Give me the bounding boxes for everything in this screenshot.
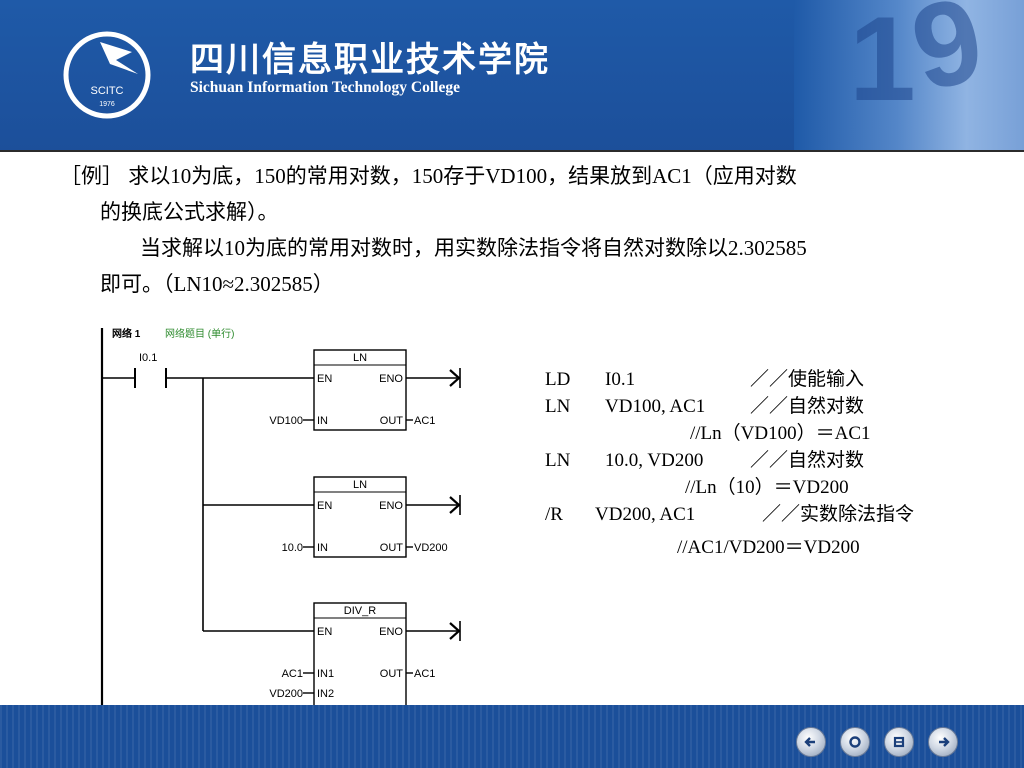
code-comment: //Ln（10）＝VD200 [685,477,849,498]
code-comment: ／／实数除法指令 [762,504,915,525]
block-name: LN [353,479,367,491]
code-comment: ／／使能输入 [750,369,865,390]
contact-label: I0.1 [139,352,157,364]
code-op: LD [545,369,571,390]
code-line: //AC1/VD200＝VD200 [545,534,914,561]
home-icon [849,736,861,748]
code-comment: ／／自然对数 [750,396,865,417]
network-label: 网络 1 [112,327,141,340]
home-button[interactable] [840,727,870,757]
out-operand: AC1 [414,415,435,427]
logo-year: 1976 [99,101,115,108]
code-line: //Ln（10）＝VD200 [545,474,914,501]
eno-pin: ENO [379,626,403,638]
block-name: DIV_R [344,605,376,617]
code-comment: //Ln（VD100）＝AC1 [690,423,871,444]
text-line-2: 的换底公式求解）。 [100,200,279,224]
contact-symbol [134,368,167,388]
in1-pin: IN1 [317,668,334,680]
code-comment: ／／自然对数 [750,450,865,471]
forward-button[interactable] [928,727,958,757]
code-line: //Ln（VD100）＝AC1 [545,420,914,447]
function-block-ln-2: LN EN ENO IN OUT 10.0 VD200 [282,476,461,558]
footer-bar [0,705,1024,768]
text-line-3: 当求解以10为底的常用对数时，用实数除法指令将自然对数除以2.302585 [140,236,807,260]
code-op: LN [545,396,571,417]
out-operand: VD200 [414,542,448,554]
back-arrow-icon [804,737,815,747]
in-pin: IN [317,415,328,427]
in-operand: VD100 [269,415,303,427]
logo-abbr: SCITC [91,85,124,97]
network-title: 网络题目 (单行) [165,327,234,340]
slide-nav [796,727,958,757]
code-op: /R [545,504,563,525]
text-line-1: ［例］ 求以10为底，150的常用对数，150存于VD100，结果放到AC1（应… [60,164,797,188]
code-line: LN 10.0, VD200 ／／自然对数 [545,447,914,474]
code-comment: //AC1/VD200＝VD200 [677,537,860,558]
code-line: LN VD100, AC1 ／／自然对数 [545,393,914,420]
code-arg: VD200, AC1 [595,504,696,525]
decoration-digits: 1 [849,0,916,126]
ladder-diagram: 网络 1 网络题目 (单行) I0.1 LN EN ENO IN OUT VD1… [95,322,470,707]
code-line: /R VD200, AC1 ／／实数除法指令 [545,501,914,528]
example-text: ［例］ 求以10为底，150的常用对数，150存于VD100，结果放到AC1（应… [60,158,980,302]
header-banner: 1 9 SCITC 1976 四川信息职业技术学院 Sichuan Inform… [0,0,1024,152]
block-name: LN [353,352,367,364]
in2-pin: IN2 [317,688,334,700]
school-name-en: Sichuan Information Technology College [190,79,460,96]
text-line-4: 即可。（LN10≈2.302585） [100,272,334,296]
code-op: LN [545,450,571,471]
stl-code: LD I0.1 ／／使能输入 LN VD100, AC1 ／／自然对数 //Ln（VD1… [545,366,914,561]
header-decoration: 1 9 [794,0,1024,152]
eno-pin: ENO [379,373,403,385]
en-pin: EN [317,373,332,385]
in-operand: 10.0 [282,542,303,554]
code-arg: 10.0, VD200 [605,450,704,471]
en-pin: EN [317,626,332,638]
code-arg: VD100, AC1 [605,396,706,417]
out-pin: OUT [380,668,404,680]
in2-operand: VD200 [269,688,303,700]
code-line: LD I0.1 ／／使能输入 [545,366,914,393]
in-pin: IN [317,542,328,554]
en-pin: EN [317,500,332,512]
out-pin: OUT [380,415,404,427]
out-operand: AC1 [414,668,435,680]
menu-button[interactable] [884,727,914,757]
back-button[interactable] [796,727,826,757]
header-divider [0,150,1024,152]
forward-arrow-icon [939,737,950,747]
function-block-div-r: DIV_R EN ENO IN1 IN2 OUT AC1 VD200 AC1 [269,602,461,707]
function-block-ln-1: LN EN ENO IN OUT VD100 AC1 [269,349,461,431]
menu-icon [893,736,905,748]
school-name-cn: 四川信息职业技术学院 [190,40,550,80]
college-logo: SCITC 1976 [63,31,151,119]
in1-operand: AC1 [282,668,303,680]
out-pin: OUT [380,542,404,554]
code-arg: I0.1 [605,369,636,390]
eno-pin: ENO [379,500,403,512]
